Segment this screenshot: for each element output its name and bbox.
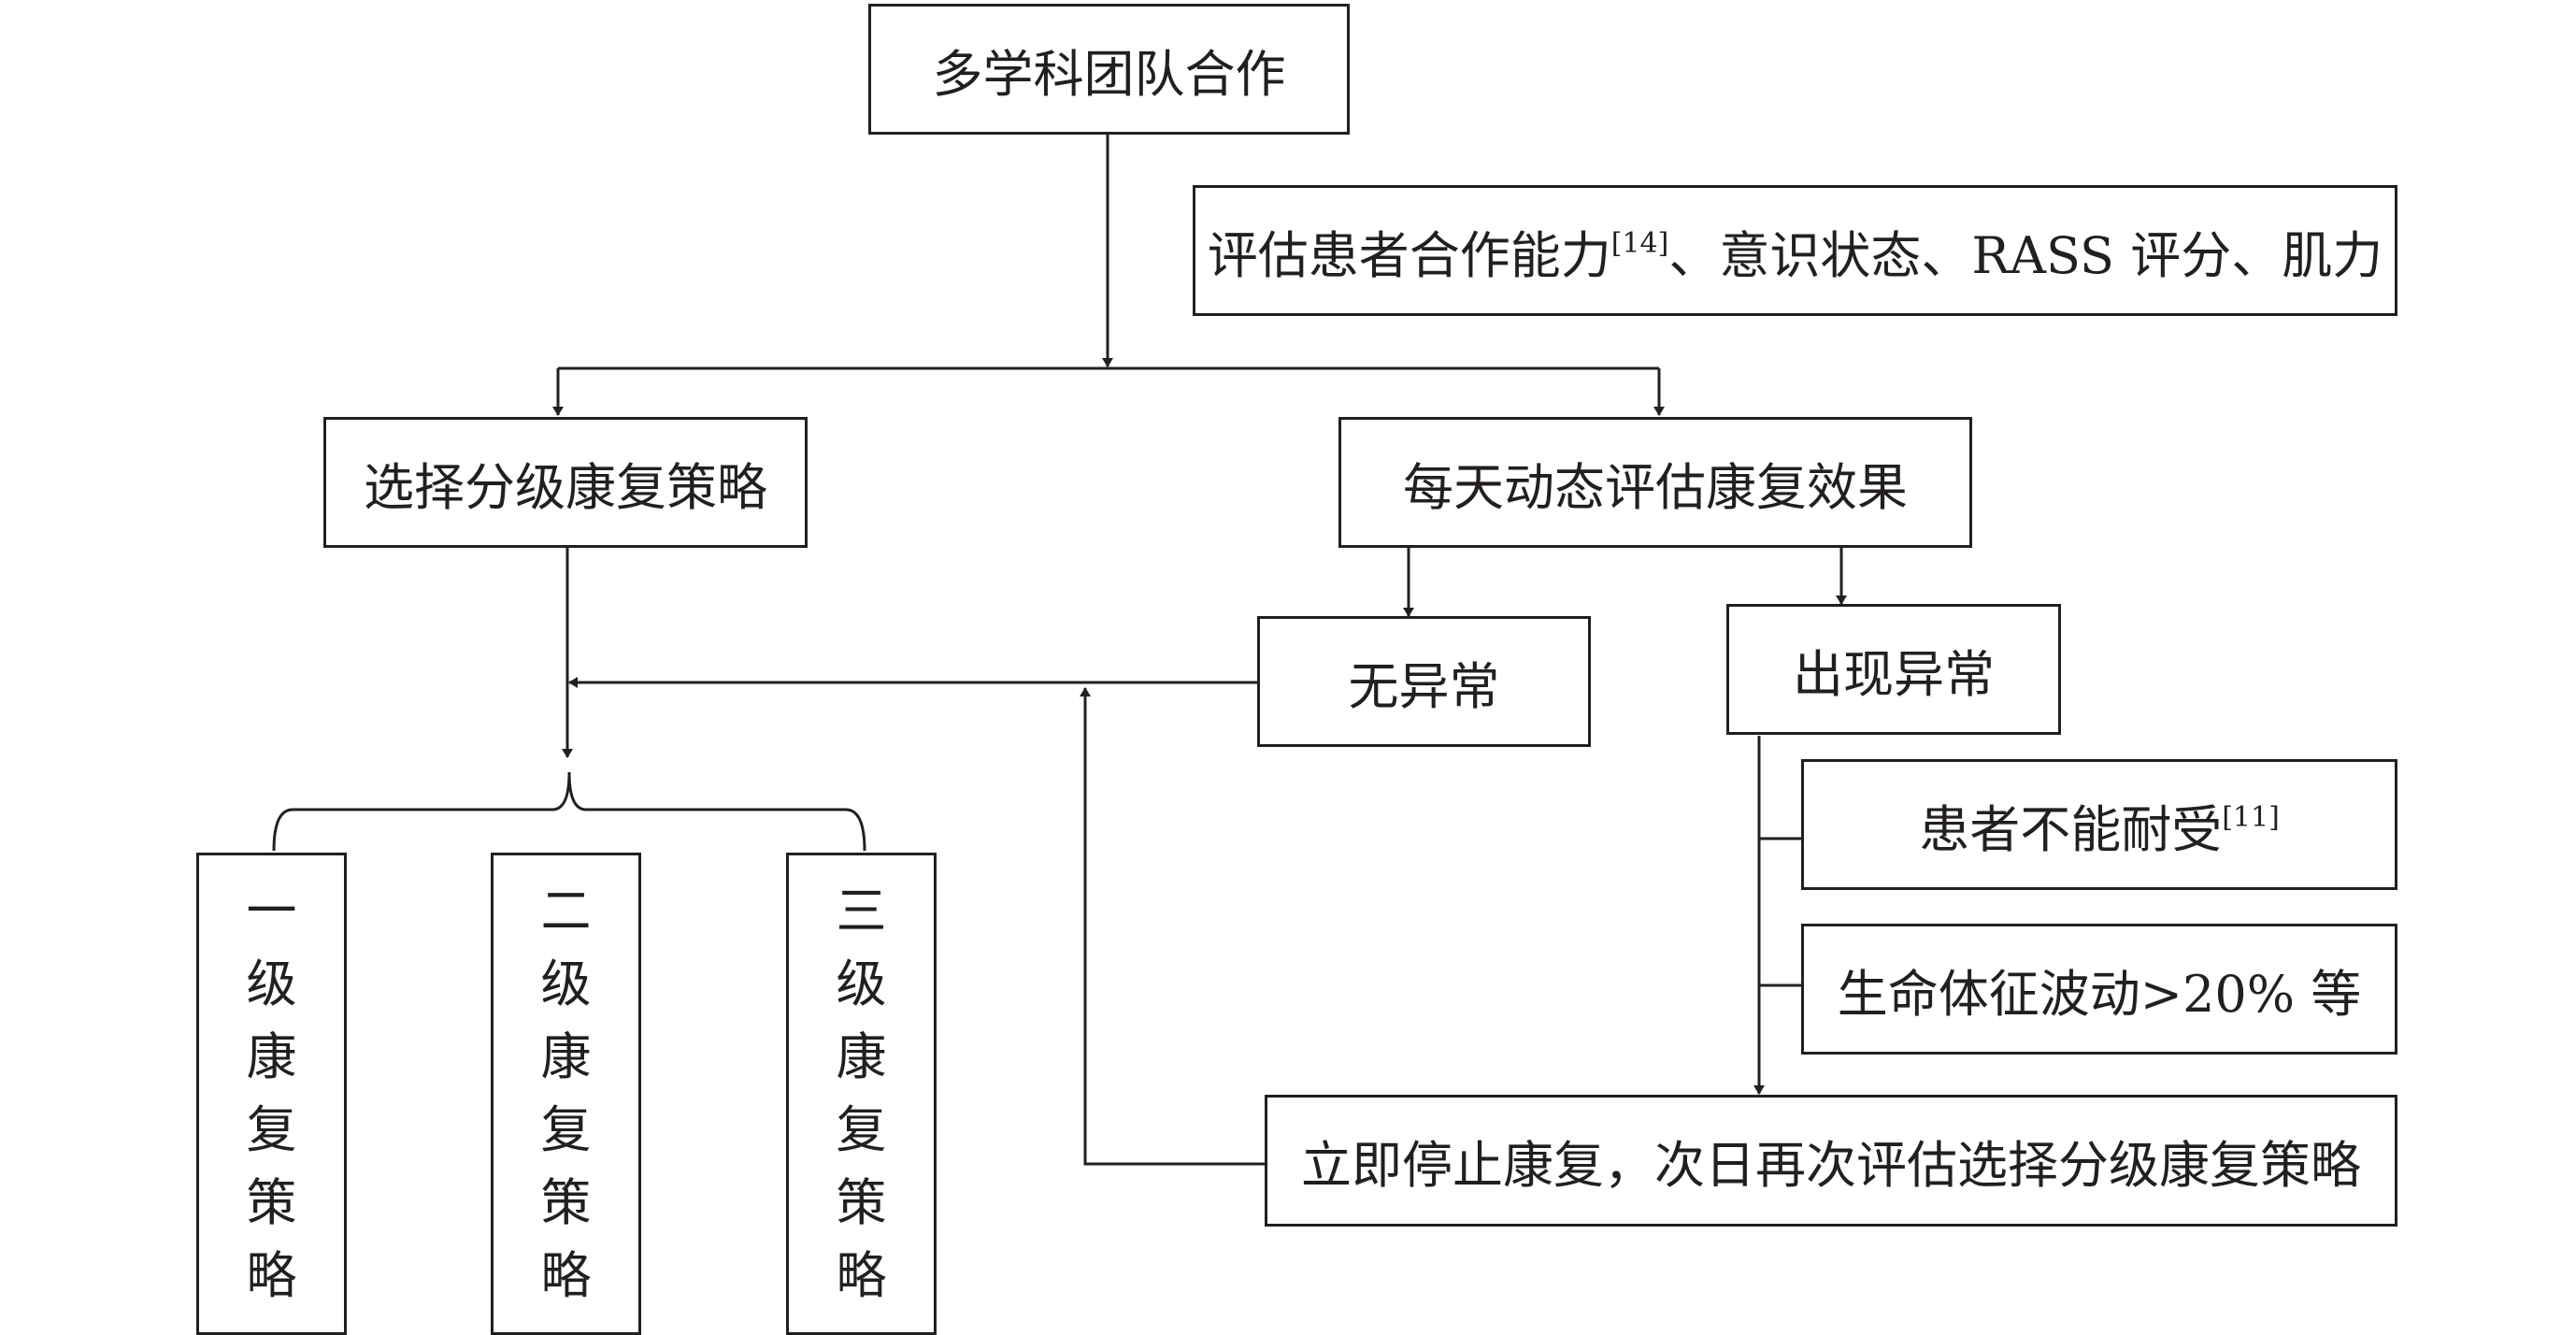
daily-eval-box: 每天动态评估康复效果 bbox=[1338, 417, 1972, 548]
stop-label: 立即停止康复，次日再次评估选择分级康复策略 bbox=[1301, 1136, 2361, 1195]
team-box: 多学科团队合作 bbox=[868, 4, 1350, 135]
stop-box: 立即停止康复，次日再次评估选择分级康复策略 bbox=[1265, 1095, 2397, 1227]
abnormal-box: 出现异常 bbox=[1726, 604, 2061, 735]
abnormal-label: 出现异常 bbox=[1793, 644, 1995, 704]
assess-ref: [14] bbox=[1610, 226, 1669, 260]
level-3-char: 略 bbox=[836, 1246, 887, 1305]
level-2-char: 复 bbox=[540, 1100, 592, 1159]
assess-box: 评估患者合作能力[14]、意识状态、RASS 评分、肌力 bbox=[1193, 185, 2397, 316]
choose-strategy-box: 选择分级康复策略 bbox=[323, 417, 808, 548]
level-2-char: 策 bbox=[540, 1173, 592, 1232]
level-3-char: 复 bbox=[836, 1100, 887, 1159]
level-2-char: 级 bbox=[540, 955, 592, 1013]
vitals-label: 生命体征波动>20% 等 bbox=[1837, 964, 2362, 1024]
intolerant-ref: [11] bbox=[2222, 800, 2280, 834]
level-3-char: 康 bbox=[836, 1027, 887, 1086]
no-abnormal-label: 无异常 bbox=[1348, 656, 1500, 716]
intolerant-box: 患者不能耐受[11] bbox=[1801, 759, 2397, 890]
levels-brace bbox=[272, 771, 866, 852]
level-1-char: 一 bbox=[246, 882, 297, 940]
level-2-char: 康 bbox=[540, 1027, 592, 1086]
level-2-box: 二 级 康 复 策 略 bbox=[491, 853, 641, 1335]
level-1-char: 略 bbox=[246, 1246, 297, 1305]
level-3-char: 三 bbox=[836, 882, 887, 940]
level-1-char: 策 bbox=[246, 1173, 297, 1232]
level-3-char: 级 bbox=[836, 955, 887, 1013]
choose-strategy-label: 选择分级康复策略 bbox=[364, 457, 767, 517]
daily-eval-label: 每天动态评估康复效果 bbox=[1403, 457, 1908, 517]
level-1-box: 一 级 康 复 策 略 bbox=[196, 853, 347, 1335]
no-abnormal-box: 无异常 bbox=[1257, 616, 1591, 747]
intolerant-label: 患者不能耐受[11] bbox=[1919, 799, 2280, 859]
level-1-char: 复 bbox=[246, 1100, 297, 1159]
level-3-box: 三 级 康 复 策 略 bbox=[786, 853, 937, 1335]
level-3-char: 策 bbox=[836, 1173, 887, 1232]
level-2-char: 略 bbox=[540, 1246, 592, 1305]
arrow-stop-back bbox=[1080, 687, 1267, 1166]
level-1-char: 级 bbox=[246, 955, 297, 1013]
team-label: 多学科团队合作 bbox=[932, 44, 1286, 104]
level-1-char: 康 bbox=[246, 1027, 297, 1086]
assess-label: 评估患者合作能力[14]、意识状态、RASS 评分、肌力 bbox=[1207, 225, 2383, 285]
level-2-char: 二 bbox=[540, 882, 592, 940]
vitals-box: 生命体征波动>20% 等 bbox=[1801, 924, 2397, 1055]
